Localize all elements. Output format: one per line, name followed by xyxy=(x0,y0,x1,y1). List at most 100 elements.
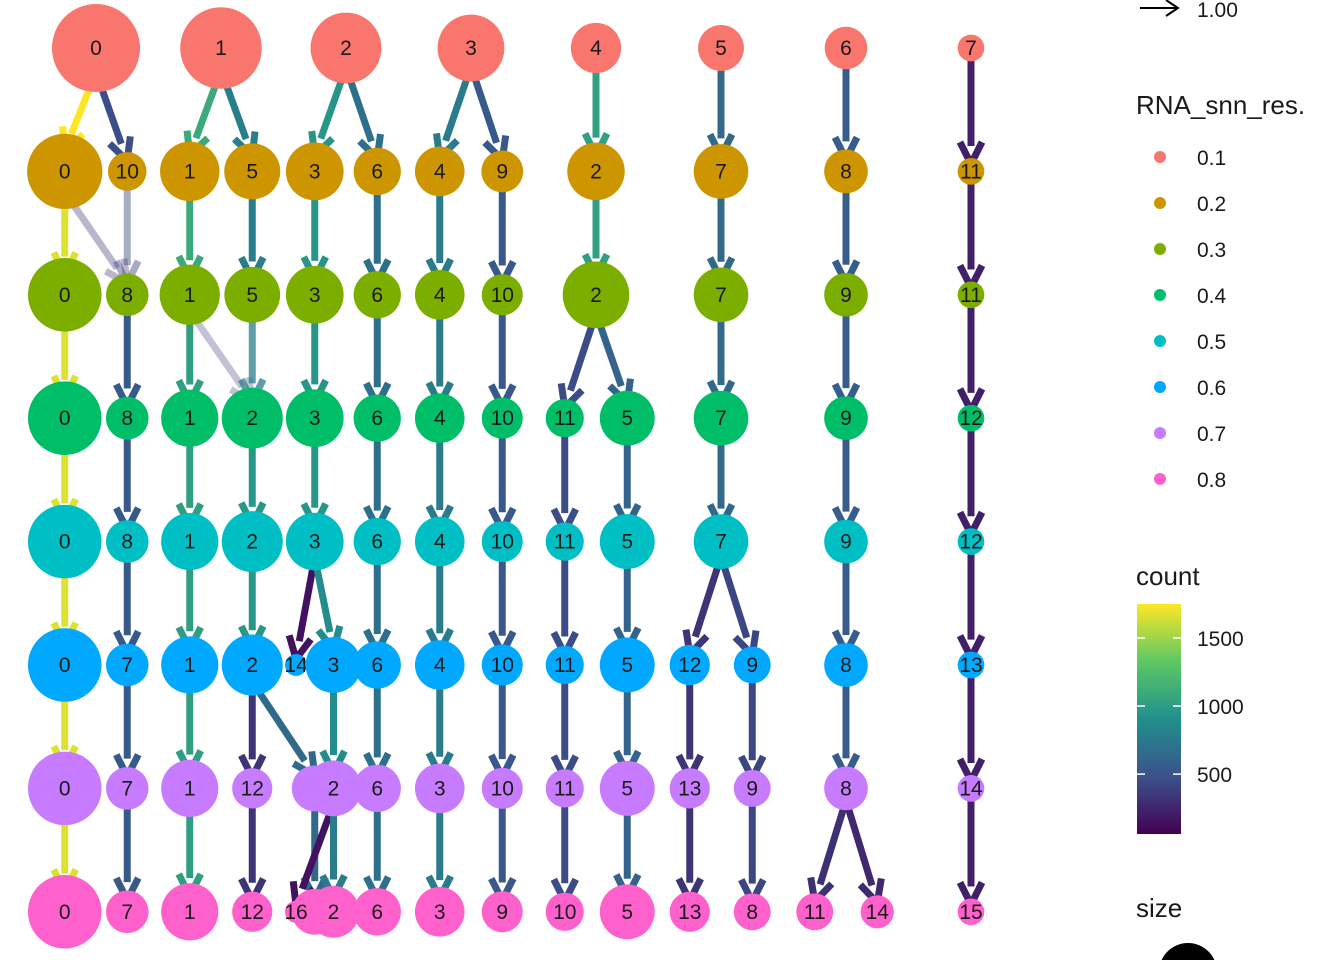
node-res0.6-cluster-11: 11 xyxy=(545,645,584,685)
node-res0.6-cluster-5: 5 xyxy=(599,637,655,693)
edge-2-3-to-3-3 xyxy=(300,310,329,411)
node-circle xyxy=(545,399,584,438)
edge-2-7-to-3-7 xyxy=(706,309,736,412)
node-circle xyxy=(161,636,219,694)
node-circle xyxy=(414,516,465,567)
node-label: 5 xyxy=(715,37,727,60)
node-circle xyxy=(353,147,401,196)
node-label: 4 xyxy=(434,284,446,307)
node-label: 11 xyxy=(554,407,576,430)
node-circle xyxy=(414,393,465,444)
node-circle xyxy=(669,891,710,932)
resolution-legend-title: RNA_snn_res. xyxy=(1136,90,1305,120)
node-circle xyxy=(284,653,308,677)
node-label: 7 xyxy=(965,37,977,60)
node-label: 9 xyxy=(746,777,758,800)
node-label: 13 xyxy=(678,777,701,800)
node-label: 2 xyxy=(590,284,602,307)
resolution-legend-swatch xyxy=(1154,335,1166,347)
node-res0.7-cluster-5: 5 xyxy=(599,760,655,816)
edge-5-12-to-6-13 xyxy=(675,676,704,786)
node-circle xyxy=(957,404,985,432)
edge-4-9-to-5-8 xyxy=(831,553,861,661)
node-res0.7-cluster-13: 13 xyxy=(669,768,710,809)
node-res0.2-cluster-9: 9 xyxy=(481,150,524,193)
node-label: 6 xyxy=(371,777,383,800)
node-circle xyxy=(481,397,523,439)
resolution-legend-swatch xyxy=(1154,151,1166,163)
node-label: 3 xyxy=(309,160,321,183)
edge-3-3-to-4-3 xyxy=(300,434,329,534)
node-circle xyxy=(481,150,524,193)
node-circle xyxy=(310,12,382,84)
count-tick-label: 1500 xyxy=(1197,628,1244,651)
edge-6-10-to-7-9 xyxy=(488,799,517,909)
node-circle xyxy=(105,890,149,934)
edge-4-7-to-5-9 xyxy=(717,555,760,663)
node-circle xyxy=(481,767,523,809)
edge-4-4-to-5-4 xyxy=(425,555,454,660)
node-circle xyxy=(698,25,744,71)
node-res0.8-cluster-3: 3 xyxy=(414,886,465,937)
node-label: 6 xyxy=(371,407,383,430)
node-label: 1 xyxy=(184,777,196,800)
count-tick-label: 1000 xyxy=(1197,696,1244,719)
node-label: 5 xyxy=(621,407,633,430)
edge-0-5-to-1-7 xyxy=(706,60,736,165)
node-res0.4-cluster-8: 8 xyxy=(105,396,149,440)
node-label: 11 xyxy=(804,901,826,924)
node-label: 0 xyxy=(59,901,71,924)
node-circle xyxy=(221,634,283,696)
node-circle xyxy=(599,884,655,940)
node-res0.7-cluster-3: 3 xyxy=(414,763,465,814)
node-res0.8-cluster-8: 8 xyxy=(733,893,771,931)
node-res0.8-cluster-5: 5 xyxy=(599,884,655,940)
node-label: 5 xyxy=(246,160,258,183)
node-circle xyxy=(599,637,655,693)
node-res0.8-cluster-1: 1 xyxy=(161,883,219,941)
resolution-legend-key-0.6: 0.6 xyxy=(1154,377,1226,400)
size-legend-title: size xyxy=(1136,893,1182,923)
edge-line xyxy=(186,309,245,389)
node-circle xyxy=(27,504,102,579)
node-label: 8 xyxy=(121,407,133,430)
node-res0.4-cluster-7: 7 xyxy=(693,390,749,446)
node-label: 5 xyxy=(621,901,633,924)
node-res0.5-cluster-6: 6 xyxy=(353,517,401,566)
node-circle xyxy=(957,651,985,679)
resolution-legend-swatch xyxy=(1154,197,1166,209)
edge-5-9-to-6-9 xyxy=(738,675,767,787)
edge-1-7-to-2-7 xyxy=(706,186,736,288)
node-res0.4-cluster-2: 2 xyxy=(221,387,283,449)
count-legend-tick-500: 500 xyxy=(1137,764,1232,787)
node-circle xyxy=(824,519,868,564)
node-circle xyxy=(957,528,985,555)
node-res0.6-cluster-6: 6 xyxy=(353,641,401,689)
node-res0.1-cluster-1: 1 xyxy=(180,7,262,89)
node-res0.4-cluster-11: 11 xyxy=(545,399,584,438)
count-legend-ticks: 500 1000 1500 xyxy=(1137,628,1244,787)
node-circle xyxy=(414,640,465,690)
node-res0.8-cluster-16: 16 xyxy=(284,900,308,924)
node-circle xyxy=(824,272,868,317)
node-circle xyxy=(305,760,362,817)
node-label: 10 xyxy=(553,901,576,924)
node-label: 3 xyxy=(434,901,446,924)
edge-6-11-to-7-10 xyxy=(550,798,579,910)
node-res0.6-cluster-7: 7 xyxy=(105,643,149,687)
node-label: 2 xyxy=(246,654,258,677)
node-res0.5-cluster-5: 5 xyxy=(599,514,655,570)
node-res0.5-cluster-9: 9 xyxy=(824,519,868,564)
node-circle xyxy=(105,520,149,563)
resolution-legend-swatch xyxy=(1154,381,1166,393)
node-res0.5-cluster-7: 7 xyxy=(693,514,749,569)
edge-2-9-to-3-9 xyxy=(831,306,861,415)
resolution-legend-key-0.3: 0.3 xyxy=(1154,239,1226,262)
node-circle xyxy=(860,895,894,929)
node-res0.6-cluster-4: 4 xyxy=(414,640,465,690)
node-label: 5 xyxy=(621,531,633,554)
edge-3-12-to-4-12 xyxy=(956,425,986,543)
edge-line xyxy=(295,556,319,642)
count-tick-label: 500 xyxy=(1197,764,1232,787)
